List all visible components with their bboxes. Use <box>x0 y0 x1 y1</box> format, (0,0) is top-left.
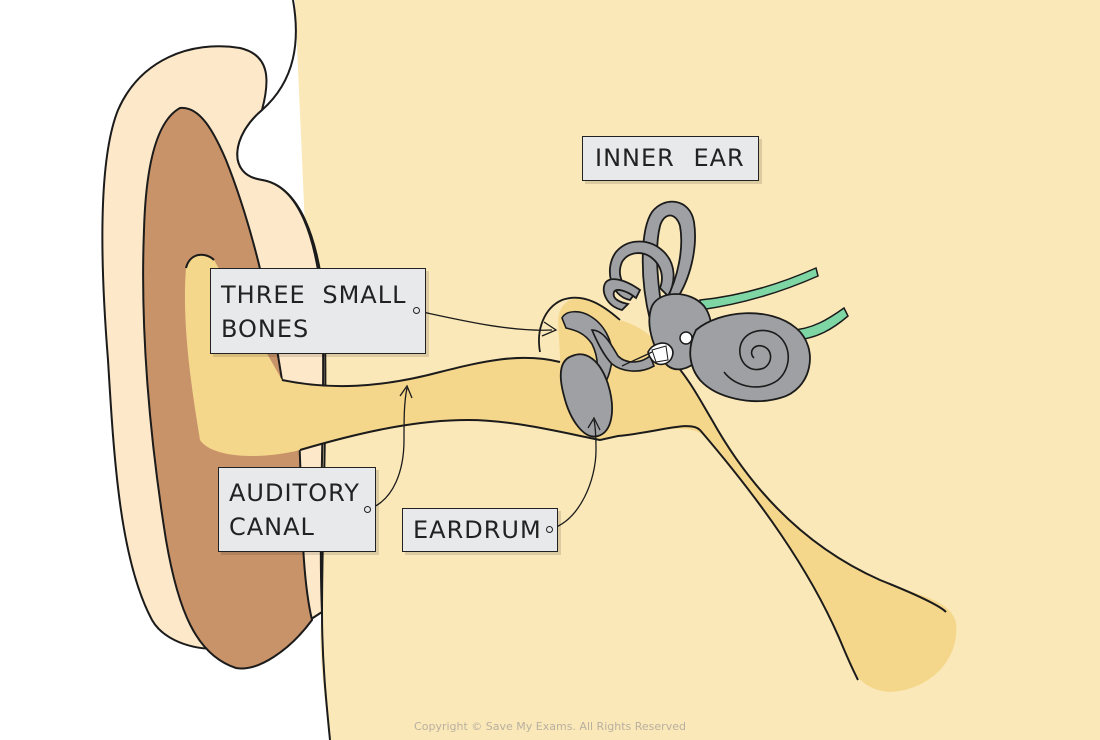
head-outline <box>236 0 331 740</box>
canal-arrow <box>368 387 408 510</box>
canal-outline-upper <box>281 356 561 388</box>
stirrup-arch <box>651 345 669 363</box>
canal <box>184 254 957 692</box>
pointer-arrows <box>368 310 653 530</box>
eardrum-membrane <box>559 353 613 438</box>
label-inner-ear-text: INNER EAR <box>595 144 745 172</box>
label-three-small-bones-line2: BONES <box>221 315 310 343</box>
label-auditory-canal: AUDITORY CANAL <box>218 467 376 552</box>
label-auditory-canal-ring <box>364 506 371 513</box>
nerve-lower <box>789 306 849 341</box>
semicircular-canals <box>602 200 696 321</box>
label-eardrum-text: EARDRUM <box>413 516 542 544</box>
canal-outline-upper-2 <box>538 296 621 353</box>
cochlea <box>689 312 811 402</box>
nerve-upper <box>699 266 819 311</box>
bones-arrow <box>417 310 553 331</box>
label-inner-ear: INNER EAR <box>582 136 759 181</box>
canal-outline-entry <box>185 253 215 269</box>
label-eardrum-ring <box>546 526 553 533</box>
label-three-small-bones-ring <box>413 307 420 314</box>
eardrum-arrow <box>550 419 597 530</box>
canal-outline-lower <box>299 418 701 451</box>
cochlea-spiral <box>723 329 790 388</box>
copyright-notice: Copyright © Save My Exams. All Rights Re… <box>414 720 686 733</box>
label-eardrum: EARDRUM <box>402 508 558 552</box>
round-window <box>679 331 693 345</box>
label-three-small-bones: THREE SMALL BONES <box>210 268 426 354</box>
label-auditory-canal-line2: CANAL <box>229 513 315 541</box>
tube-outline-bottom <box>699 429 859 681</box>
inner-ear-pointer <box>621 351 653 367</box>
label-three-small-bones-line1: THREE SMALL <box>221 281 407 309</box>
label-auditory-canal-line1: AUDITORY <box>229 479 360 507</box>
tube-outline-top <box>671 359 947 613</box>
